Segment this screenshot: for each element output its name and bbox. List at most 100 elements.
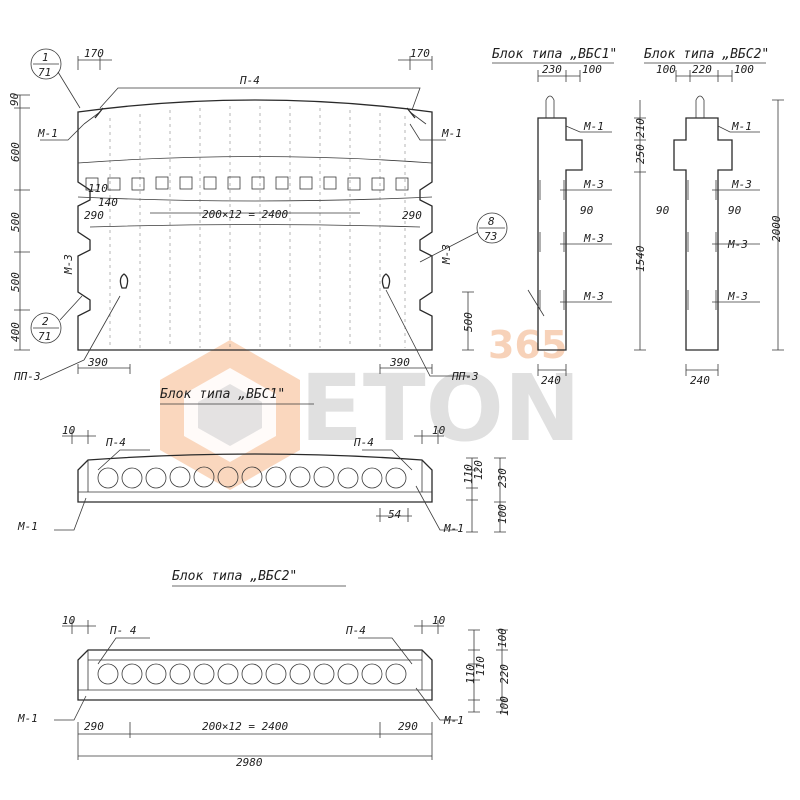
svg-text:8: 8: [488, 215, 495, 228]
svg-text:71: 71: [38, 330, 51, 343]
svg-text:73: 73: [484, 230, 497, 243]
title-vbs2-side: Блок типа „ВБС2": [644, 47, 769, 62]
vbs1-plan-m1-left: М-1: [17, 520, 38, 533]
vbs1-plan-230: 230: [496, 468, 509, 488]
vbs1-dim-1540: 1540: [634, 245, 647, 272]
vbs2-m3b: М-3: [727, 238, 748, 251]
title-vbs1-plan: Блок типа „ВБС1": [160, 387, 285, 402]
vbs2-plan-220: 220: [498, 664, 511, 684]
vbs1-plan-10-right: 10: [432, 424, 446, 437]
dim-top-left: 170: [84, 47, 104, 60]
vbs2-m3a: М-3: [731, 178, 752, 191]
title-vbs2-plan: Блок типа „ВБС2": [172, 569, 297, 584]
label-110: 110: [88, 182, 108, 195]
vbs2-plan-100-bot: 100: [498, 696, 511, 716]
callout-1-71: 1 71: [30, 48, 81, 109]
watermark-letters: ETON: [300, 355, 581, 462]
vbs2-plan-100-top: 100: [496, 628, 509, 648]
label-290-left: 290: [84, 209, 104, 222]
opening-row: [85, 176, 409, 191]
dim-top-right: 170: [410, 47, 430, 60]
vbs2-plan-110a: 110: [464, 664, 477, 684]
vbs2-m1: М-1: [731, 120, 752, 133]
vbs2-plan-pitch: 200×12 = 2400: [202, 720, 288, 733]
label-m3-left: М-3: [62, 254, 75, 275]
elevation-outline: [77, 99, 433, 351]
vbs1-plan-m1-right: М-1: [443, 522, 464, 535]
label-m3-right: М-3: [440, 244, 453, 265]
label-290-right: 290: [402, 209, 422, 222]
vbs1-plan-p4-right: П-4: [353, 436, 374, 449]
vbs2-plan-m1-left: М-1: [17, 712, 38, 725]
vbs1-dim-250: 250: [634, 144, 647, 164]
vbs2-plan-p4-right: П-4: [345, 624, 366, 637]
vbs2-bottom-240: 240: [690, 374, 710, 387]
dim-row-600: 600: [9, 142, 22, 162]
label-140: 140: [98, 196, 118, 209]
vbs1-m3a: М-3: [583, 178, 604, 191]
vbs1-plan-10-left: 10: [62, 424, 76, 437]
label-m1-right: М-1: [441, 127, 462, 140]
vbs2-section-outline: [673, 117, 733, 351]
vbs1-top-100: 100: [582, 63, 602, 76]
vbs1-m3c: М-3: [583, 290, 604, 303]
vbs1-bottom-240: 240: [541, 374, 561, 387]
vbs2-top-100b: 100: [734, 63, 754, 76]
vbs2-inner-90b: 90: [728, 204, 742, 217]
vbs1-plan-p4-left: П-4: [105, 436, 126, 449]
label-pitch: 200×12 = 2400: [202, 208, 288, 221]
vbs2-top-100a: 100: [656, 63, 676, 76]
vbs2-plan-290-right: 290: [398, 720, 418, 733]
dim-row-500a: 500: [9, 212, 22, 232]
dim-row-500b: 500: [9, 272, 22, 292]
elevation-hatching: [109, 106, 406, 348]
vbs1-plan-54: 54: [388, 508, 401, 521]
vbs1-top-230: 230: [542, 63, 562, 76]
svg-text:71: 71: [38, 66, 51, 79]
vbs1-plan-110: 110: [462, 464, 475, 484]
label-m1-left: М-1: [37, 127, 58, 140]
watermark-logo-icon: [160, 340, 300, 490]
section-vbs2: Блок типа „ВБС2" 100 220 100 2000 М-1 М-…: [644, 47, 784, 387]
vbs1-m3b: М-3: [583, 232, 604, 245]
vbs1-plan-120: 120: [472, 460, 485, 480]
vbs1-plan-outline: [77, 453, 433, 503]
vbs2-plan-holes: [97, 663, 407, 685]
dim-row-400: 400: [9, 322, 22, 342]
label-pp3-left: ПП-3: [13, 370, 41, 383]
vbs1-m1: М-1: [583, 120, 604, 133]
label-500-right: 500: [462, 312, 475, 332]
section-vbs1: Блок типа „ВБС1" 230 100 210 250 1540 М-…: [492, 47, 647, 387]
callout-2-71: 2 71: [30, 295, 83, 344]
title-vbs1-side: Блок типа „ВБС1": [492, 47, 617, 62]
vbs1-section-outline: [537, 117, 583, 351]
plan-vbs2: Блок типа „ВБС2" 10 10 П- 4 П-4 М-1 М-1 …: [17, 569, 511, 769]
label-pp3-right: ПП-3: [451, 370, 479, 383]
vbs2-plan-10-left: 10: [62, 614, 76, 627]
svg-text:2: 2: [42, 315, 49, 328]
vbs2-dim-2000: 2000: [770, 215, 783, 242]
svg-text:1: 1: [42, 51, 49, 64]
vbs2-plan-m1-right: М-1: [443, 714, 464, 727]
label-390-left: 390: [87, 356, 108, 369]
vbs2-plan-290-left: 290: [84, 720, 104, 733]
plan-vbs1: Блок типа „ВБС1" 10 10 П-4 П-4 М-1 М-1 1…: [17, 387, 509, 535]
vbs2-plan-p4-left: П- 4: [109, 624, 137, 637]
front-elevation: 170 170 П-4 90 600 500 500 400 1 71 2 71…: [8, 47, 508, 383]
watermark-digits: 365: [488, 323, 567, 367]
vbs2-plan-10-right: 10: [432, 614, 446, 627]
vbs2-m3c: М-3: [727, 290, 748, 303]
callout-8-73: 8 73: [419, 212, 508, 263]
vbs2-plan-110b: 110: [474, 656, 487, 676]
watermark: ETON 365: [160, 323, 581, 490]
vbs1-inner-90: 90: [580, 204, 594, 217]
vbs1-plan-holes: [97, 466, 407, 489]
vbs2-top-220: 220: [692, 63, 712, 76]
vbs1-dim-210: 210: [634, 118, 647, 138]
dim-left-90: 90: [8, 92, 21, 106]
vbs2-plan-overall: 2980: [236, 756, 263, 769]
vbs2-plan-outline: [77, 649, 433, 701]
vbs2-inner-90a: 90: [656, 204, 670, 217]
label-p4: П-4: [239, 74, 260, 87]
